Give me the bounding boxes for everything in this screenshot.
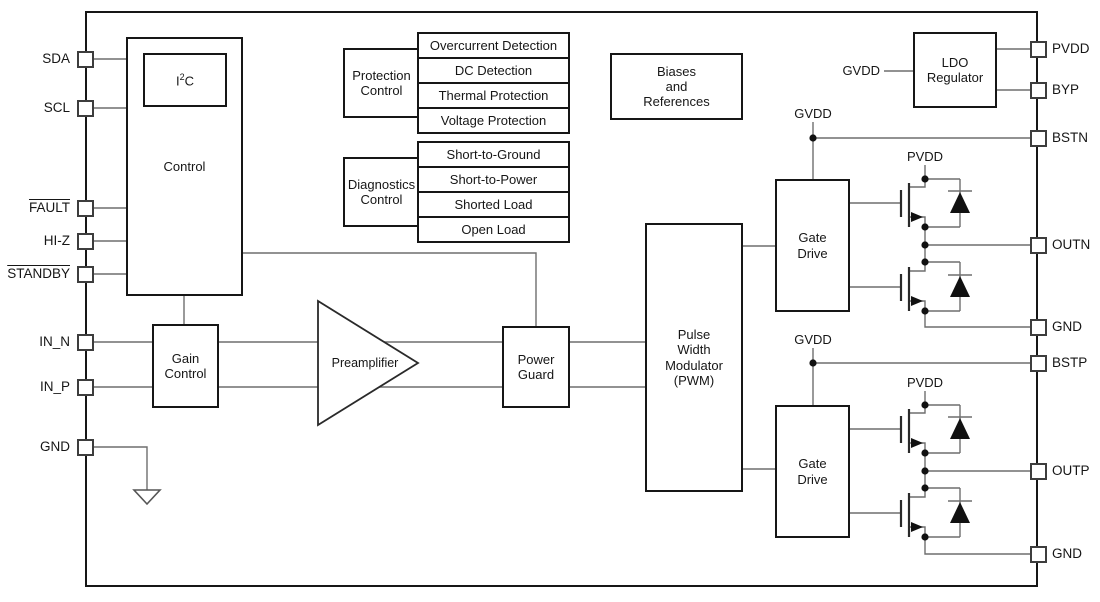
gate-drive-p-block: Gate Drive [775,405,850,538]
pin-standby [76,265,94,283]
diagnostics-control-label: Diagnostics Control [347,176,416,207]
pin-outn [1029,236,1047,254]
pin-label-pvdd: PVDD [1052,41,1090,56]
protection-control-block: Protection Control [343,48,420,118]
pin-label-standby: STANDBY [7,266,70,281]
gain-control-label: Gain Control [164,350,207,381]
gate-drive-p-label: Gate Drive [797,456,828,487]
pin-gnd-outn [1029,318,1047,336]
pin-in-n [76,333,94,351]
preamplifier-triangle [317,299,420,427]
i2c-label: I2C [175,71,195,88]
pin-label-outp: OUTP [1052,463,1090,478]
biases-references-block: Biases and References [610,53,743,120]
diagnostics-control-block: Diagnostics Control [343,157,420,227]
pin-label-sda: SDA [42,51,70,66]
pin-gnd-left [76,438,94,456]
pin-in-p [76,378,94,396]
junction-dots-n [809,134,929,315]
pin-pvdd [1029,40,1047,58]
pin-hiz [76,232,94,250]
mosfet-n-high-plates [899,183,911,227]
pin-scl [76,99,94,117]
pwm-label: Pulse Width Modulator (PWM) [665,326,723,388]
pin-bstn [1029,129,1047,147]
gate-drive-n-label: Gate Drive [797,230,828,261]
protection-item: Voltage Protection [417,107,570,134]
pin-label-fault: FAULT [28,200,70,215]
diagnostics-item: Open Load [417,216,570,243]
pin-sda [76,50,94,68]
pin-label-hiz: HI-Z [43,233,70,248]
junction-dots-p [809,359,929,541]
pin-label-byp: BYP [1052,82,1080,97]
preamplifier-label: Preamplifier [331,356,399,370]
net-label-gvdd-p: GVDD [794,332,832,347]
mosfet-p-arrows [911,438,923,532]
pin-label-gnd-outp: GND [1052,546,1082,561]
pin-gnd-outp [1029,545,1047,563]
net-label-pvdd-p: PVDD [906,375,944,390]
half-bridge-p [809,359,972,541]
power-guard-label: Power Guard [517,351,555,382]
mosfet-n-arrows [911,212,923,306]
protection-control-label: Protection Control [352,67,411,98]
pin-bstp [1029,354,1047,372]
pin-label-outn: OUTN [1052,237,1091,252]
half-bridge-n [809,134,972,315]
pin-label-in-p: IN_P [39,379,70,394]
pin-outp [1029,462,1047,480]
protection-item: Thermal Protection [417,82,570,109]
net-label-pvdd-n: PVDD [906,149,944,164]
pin-label-bstn: BSTN [1052,130,1089,145]
body-diodes-n [950,192,970,297]
ground-symbol [132,489,162,506]
ldo-regulator-label: LDO Regulator [926,54,984,85]
pwm-block: Pulse Width Modulator (PWM) [645,223,743,492]
power-guard-block: Power Guard [502,326,570,408]
pin-label-scl: SCL [43,100,70,115]
pin-label-bstp: BSTP [1052,355,1088,370]
mosfet-n-low-plates [899,267,911,311]
pin-label-in-n: IN_N [39,334,70,349]
i2c-block: I2C [143,53,227,107]
mosfet-p-high-plates [899,409,911,453]
pin-label-gnd-outn: GND [1052,319,1082,334]
pin-label-gnd-left: GND [40,439,70,454]
ldo-regulator-block: LDO Regulator [913,32,997,108]
mosfet-p-low-plates [899,493,911,537]
pin-fault [76,199,94,217]
protection-item: DC Detection [417,57,570,84]
net-label-gvdd-n: GVDD [794,106,832,121]
gain-control-block: Gain Control [152,324,219,408]
net-label-gvdd-ldo: GVDD [842,63,880,78]
diagnostics-item: Shorted Load [417,191,570,218]
pin-byp [1029,81,1047,99]
protection-item: Overcurrent Detection [417,32,570,59]
body-diodes-p [950,418,970,523]
diagnostics-item: Short-to-Power [417,166,570,193]
diagnostics-item: Short-to-Ground [417,141,570,168]
control-label: Control [163,158,206,174]
biases-references-label: Biases and References [643,63,710,110]
gate-drive-n-block: Gate Drive [775,179,850,312]
